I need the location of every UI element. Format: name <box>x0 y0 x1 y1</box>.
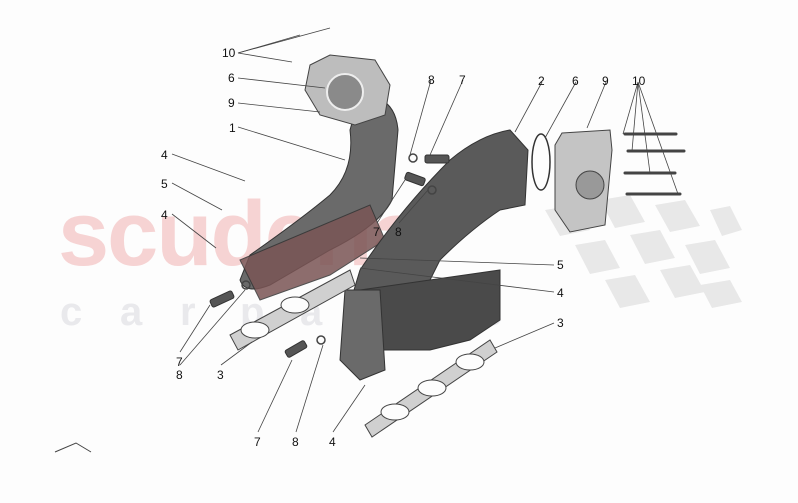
callout-7[interactable]: 7 <box>373 225 380 239</box>
callout-4[interactable]: 4 <box>329 435 336 449</box>
callout-8[interactable]: 8 <box>395 225 402 239</box>
callout-4[interactable]: 4 <box>161 208 168 222</box>
callout-8[interactable]: 8 <box>176 368 183 382</box>
wm-letter: c <box>60 290 83 334</box>
wm-letter: a <box>120 290 143 334</box>
callout-7[interactable]: 7 <box>176 355 183 369</box>
callout-10[interactable]: 10 <box>632 74 646 88</box>
callout-2[interactable]: 2 <box>538 74 545 88</box>
callout-8[interactable]: 8 <box>428 73 435 87</box>
throttle-body-right <box>554 129 613 233</box>
callout-7[interactable]: 7 <box>459 73 466 87</box>
checkered-flag-watermark <box>545 195 742 308</box>
callout-6[interactable]: 6 <box>572 74 579 88</box>
callout-1[interactable]: 1 <box>229 121 236 135</box>
o-ring-right <box>531 133 551 191</box>
callout-9[interactable]: 9 <box>228 96 235 110</box>
callout-10[interactable]: 10 <box>222 46 236 60</box>
callout-7[interactable]: 7 <box>254 435 261 449</box>
callout-3[interactable]: 3 <box>557 316 564 330</box>
callout-3[interactable]: 3 <box>217 368 224 382</box>
intake-runner-left <box>239 94 399 301</box>
throttle-body-top <box>304 54 391 126</box>
wm-letter: r <box>180 290 196 334</box>
callout-4[interactable]: 4 <box>557 286 564 300</box>
gasket-left <box>229 269 356 351</box>
callout-5[interactable]: 5 <box>557 258 564 272</box>
orientation-caret-icon <box>54 442 92 453</box>
callout-9[interactable]: 9 <box>602 74 609 88</box>
callout-6[interactable]: 6 <box>228 71 235 85</box>
callout-8[interactable]: 8 <box>292 435 299 449</box>
sensor-plugs <box>209 154 450 358</box>
gasket-right <box>364 339 498 438</box>
intake-manifold-right <box>339 129 529 381</box>
leader-lines <box>171 27 679 433</box>
callout-4[interactable]: 4 <box>161 148 168 162</box>
callout-5[interactable]: 5 <box>161 177 168 191</box>
